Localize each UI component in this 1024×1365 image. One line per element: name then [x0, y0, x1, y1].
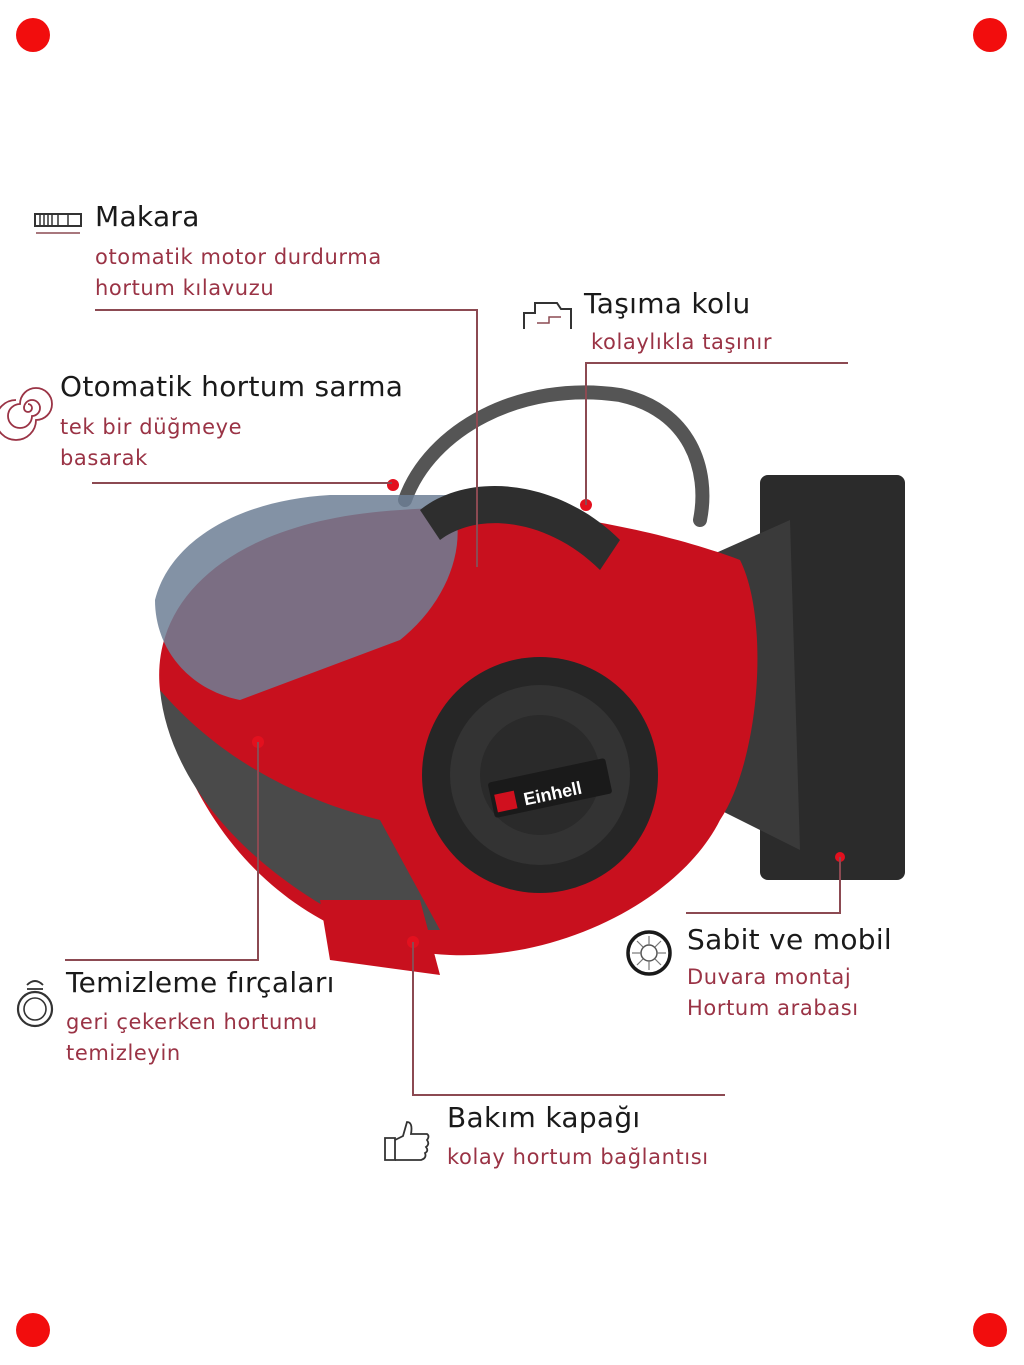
leader-line-sabit — [686, 912, 841, 914]
feature-desc-line: kolay hortum bağlantısı — [447, 1145, 709, 1169]
feature-title-sabit: Sabit ve mobil — [687, 923, 892, 956]
feature-title-temizleme: Temizleme fırçaları — [66, 966, 335, 999]
battery-cover — [155, 495, 458, 700]
feature-title-makara: Makara — [95, 200, 200, 233]
handle-icon — [523, 302, 572, 329]
brush-ring-icon — [16, 980, 54, 1028]
leader-line-bakim-vertical — [412, 942, 414, 1096]
feature-title-otomatik: Otomatik hortum sarma — [60, 370, 404, 403]
leader-line-bakim — [412, 1094, 725, 1096]
leader-line-sabit-vertical — [839, 857, 841, 914]
feature-desc-line: geri çekerken hortumu — [66, 1010, 318, 1034]
feature-desc-line: Duvara montaj — [687, 965, 852, 989]
leader-line-makara-vertical — [476, 309, 478, 567]
feature-title-tasima: Taşıma kolu — [584, 287, 751, 320]
carry-handle — [420, 486, 620, 570]
feature-desc-sabit: Duvara montaj Hortum arabası — [687, 962, 859, 1024]
leader-line-temizleme — [65, 959, 259, 961]
leader-line-tasima-vertical — [585, 362, 587, 505]
corner-marker-top-right — [973, 18, 1007, 52]
feature-desc-line: basarak — [60, 446, 148, 470]
feature-desc-makara: otomatik motor durdurma hortum kılavuzu — [95, 242, 382, 304]
feature-desc-temizleme: geri çekerken hortumu temizleyin — [66, 1007, 318, 1069]
hose — [398, 385, 710, 527]
feature-desc-bakim: kolay hortum bağlantısı — [447, 1142, 709, 1173]
corner-marker-top-left — [16, 18, 50, 52]
feature-desc-line: temizleyin — [66, 1041, 181, 1065]
leader-line-otomatik — [92, 482, 392, 484]
feature-desc-tasima: kolaylıkla taşınır — [591, 327, 772, 358]
feature-desc-line: Hortum arabası — [687, 996, 859, 1020]
feature-desc-otomatik: tek bir düğmeye basarak — [60, 412, 242, 474]
feature-desc-line: hortum kılavuzu — [95, 276, 275, 300]
leader-line-makara — [95, 309, 477, 311]
feature-desc-line: tek bir düğmeye — [60, 415, 243, 439]
feature-desc-line: otomatik motor durdurma — [95, 245, 382, 269]
leader-line-temizleme-vertical — [257, 742, 259, 961]
leader-line-tasima — [586, 362, 848, 364]
corner-marker-bottom-right — [973, 1313, 1007, 1347]
corner-marker-bottom-left — [16, 1313, 50, 1347]
feature-desc-line: kolaylıkla taşınır — [591, 330, 773, 354]
spiral-icon — [0, 387, 53, 441]
reel-icon — [34, 213, 82, 234]
feature-title-bakim: Bakım kapağı — [447, 1101, 641, 1134]
wheel-icon — [626, 930, 672, 976]
thumbs-up-icon — [384, 1121, 430, 1161]
